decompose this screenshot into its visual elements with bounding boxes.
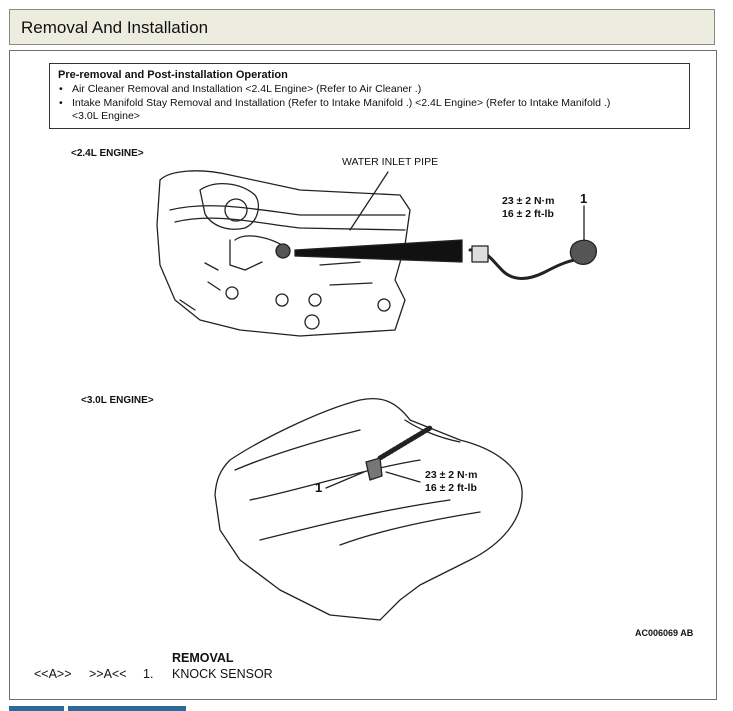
figure-frame: [9, 50, 717, 700]
callout-number-24: 1: [580, 191, 588, 206]
section-title: Removal And Installation: [21, 18, 209, 37]
knock-sensor-24: [569, 239, 597, 265]
pre-removal-title: Pre-removal and Post-installation Operat…: [58, 69, 288, 81]
zoom-wedge: [294, 239, 463, 263]
water-inlet-pipe: [169, 205, 406, 231]
removal-marker-a-close: >>A<<: [89, 667, 127, 681]
removal-step-number: 1.: [143, 667, 154, 681]
bottom-tab[interactable]: [68, 706, 186, 711]
engine-block-30: [214, 397, 523, 621]
knock-sensor-30: [365, 457, 383, 481]
pre-removal-item: • Intake Manifold Stay Removal and Insta…: [59, 97, 611, 109]
removal-step-label: KNOCK SENSOR: [172, 667, 273, 681]
engine-block-24: [156, 170, 411, 337]
bullet-icon: •: [59, 83, 63, 95]
callout-leader-30: [325, 471, 421, 489]
removal-heading: REMOVAL: [172, 651, 234, 665]
pre-removal-item: • Air Cleaner Removal and Installation <…: [59, 83, 422, 95]
pre-removal-box: Pre-removal and Post-installation Operat…: [49, 63, 690, 129]
callout-number-30: 1: [315, 480, 323, 495]
torque-spec-30: 23 ± 2 N·m 16 ± 2 ft-lb: [425, 469, 478, 494]
pre-removal-item-continued: <3.0L Engine>: [72, 110, 140, 122]
knock-sensor-harness-30: [377, 425, 433, 461]
removal-marker-a-open: <<A>>: [34, 667, 72, 681]
engine-30-label: <3.0L ENGINE>: [81, 395, 154, 406]
water-inlet-label: WATER INLET PIPE: [342, 156, 439, 168]
engine-24-label: <2.4L ENGINE>: [71, 148, 144, 159]
figure-id: AC006069 AB: [635, 628, 694, 638]
water-inlet-leader: [349, 171, 389, 231]
bottom-tab[interactable]: [9, 706, 64, 711]
torque-spec-24: 23 ± 2 N·m 16 ± 2 ft-lb: [502, 195, 555, 220]
bullet-icon: •: [59, 97, 63, 109]
section-header: Removal And Installation: [9, 9, 715, 45]
